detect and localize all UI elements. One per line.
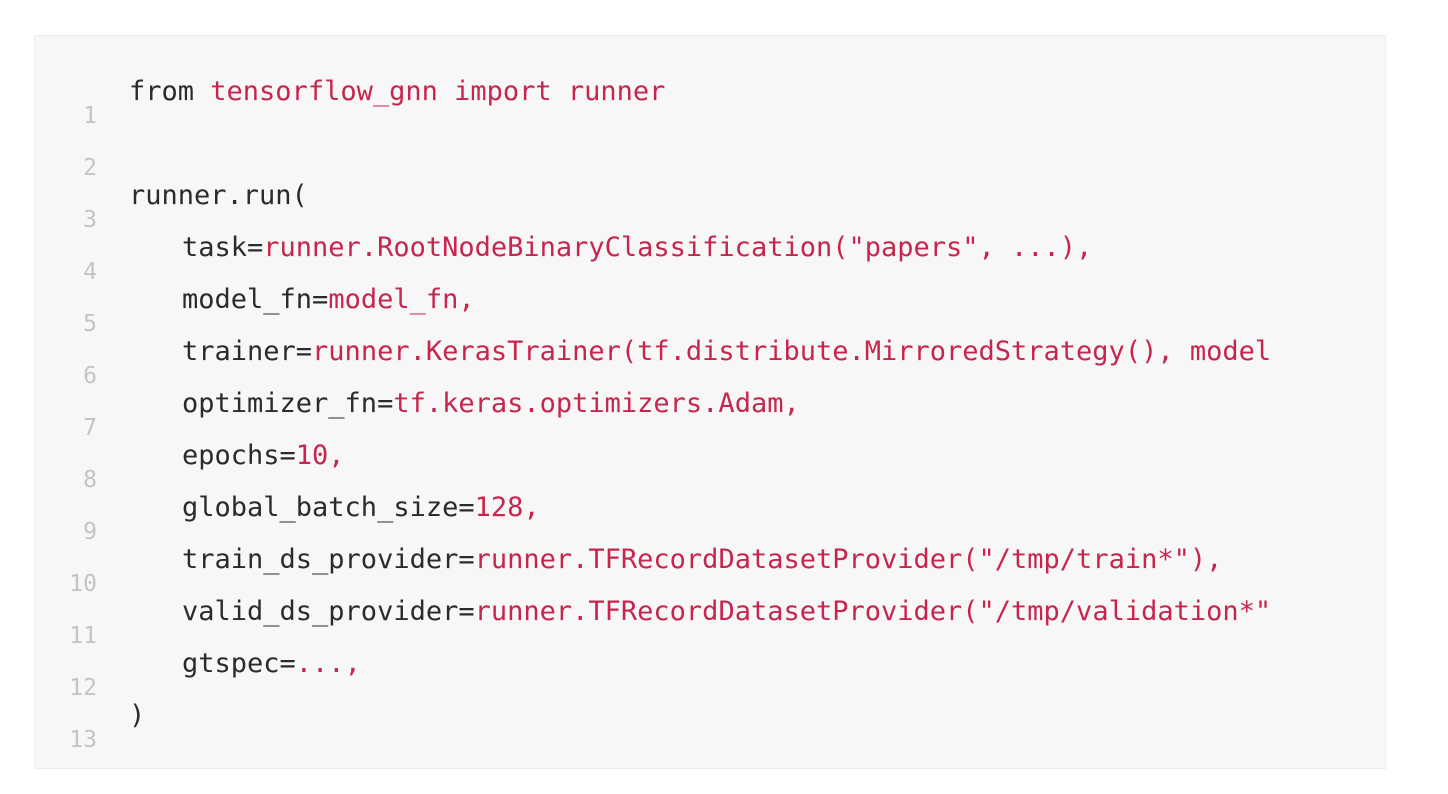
line-number: 12: [69, 675, 97, 701]
line-number: 4: [83, 259, 97, 285]
code-token: gtspec=: [182, 648, 296, 679]
line-code: from tensorflow_gnn import runner: [129, 66, 665, 118]
line-code: ): [129, 690, 145, 742]
line-code: global_batch_size=128,: [129, 482, 540, 534]
code-line: 7 optimizer_fn=tf.keras.optimizers.Adam,: [35, 388, 1385, 456]
code-token: model_fn,: [328, 284, 475, 315]
line-number: 13: [69, 727, 97, 753]
code-block: 1 from tensorflow_gnn import runner 2 3 …: [34, 35, 1386, 769]
code-line: 13 ): [35, 700, 1385, 768]
code-token: model_fn=: [182, 284, 329, 315]
code-token: 128,: [474, 492, 540, 523]
code-token: optimizer_fn=: [182, 388, 394, 419]
code-token: runner.TFRecordDatasetProvider("/tmp/val…: [474, 596, 1272, 627]
code-line: 5 model_fn=model_fn,: [35, 284, 1385, 352]
line-number: 8: [83, 467, 97, 493]
code-token: trainer=: [182, 336, 313, 367]
line-code: model_fn=model_fn,: [129, 274, 475, 326]
code-lines: 1 from tensorflow_gnn import runner 2 3 …: [35, 76, 1385, 768]
code-token: ): [129, 700, 146, 731]
code-line: 4 task=runner.RootNodeBinaryClassificati…: [35, 232, 1385, 300]
code-line: 1 from tensorflow_gnn import runner: [35, 76, 1385, 144]
line-code: train_ds_provider=runner.TFRecordDataset…: [129, 534, 1222, 586]
line-number: 6: [83, 363, 97, 389]
code-line: 3 runner.run(: [35, 180, 1385, 248]
line-number: 2: [83, 155, 97, 181]
code-token: valid_ds_provider=: [182, 596, 475, 627]
code-token: tf.keras.optimizers.Adam,: [393, 388, 800, 419]
code-token: ...,: [295, 648, 361, 679]
code-token: 10,: [295, 440, 345, 471]
code-token: global_batch_size=: [182, 492, 475, 523]
code-token: tensorflow_gnn import runner: [210, 76, 666, 107]
code-token: runner.RootNodeBinaryClassification("pap…: [263, 232, 1093, 263]
code-line: 2: [35, 144, 1385, 196]
line-number: 7: [83, 415, 97, 441]
code-line: 9 global_batch_size=128,: [35, 492, 1385, 560]
line-number: 11: [69, 623, 97, 649]
line-number: 9: [83, 519, 97, 545]
code-line: 8 epochs=10,: [35, 440, 1385, 508]
code-token: runner.run(: [129, 180, 308, 211]
line-number: 1: [83, 103, 97, 129]
code-token: epochs=: [182, 440, 296, 471]
line-code: optimizer_fn=tf.keras.optimizers.Adam,: [129, 378, 800, 430]
line-code: trainer=runner.KerasTrainer(tf.distribut…: [129, 326, 1271, 378]
code-token: from: [129, 76, 211, 107]
line-code: epochs=10,: [129, 430, 345, 482]
code-line: 12 gtspec=...,: [35, 648, 1385, 716]
code-token: runner.TFRecordDatasetProvider("/tmp/tra…: [474, 544, 1223, 575]
line-number: 10: [69, 571, 97, 597]
code-token: runner.KerasTrainer(tf.distribute.Mirror…: [312, 336, 1272, 367]
line-number: 3: [83, 207, 97, 233]
line-code: valid_ds_provider=runner.TFRecordDataset…: [129, 586, 1271, 638]
code-line: 10 train_ds_provider=runner.TFRecordData…: [35, 544, 1385, 612]
code-token: task=: [182, 232, 264, 263]
code-line: 6 trainer=runner.KerasTrainer(tf.distrib…: [35, 336, 1385, 404]
line-code: gtspec=...,: [129, 638, 361, 690]
line-code: runner.run(: [129, 170, 308, 222]
line-number: 5: [83, 311, 97, 337]
line-code: task=runner.RootNodeBinaryClassification…: [129, 222, 1092, 274]
code-line: 11 valid_ds_provider=runner.TFRecordData…: [35, 596, 1385, 664]
code-token: train_ds_provider=: [182, 544, 475, 575]
